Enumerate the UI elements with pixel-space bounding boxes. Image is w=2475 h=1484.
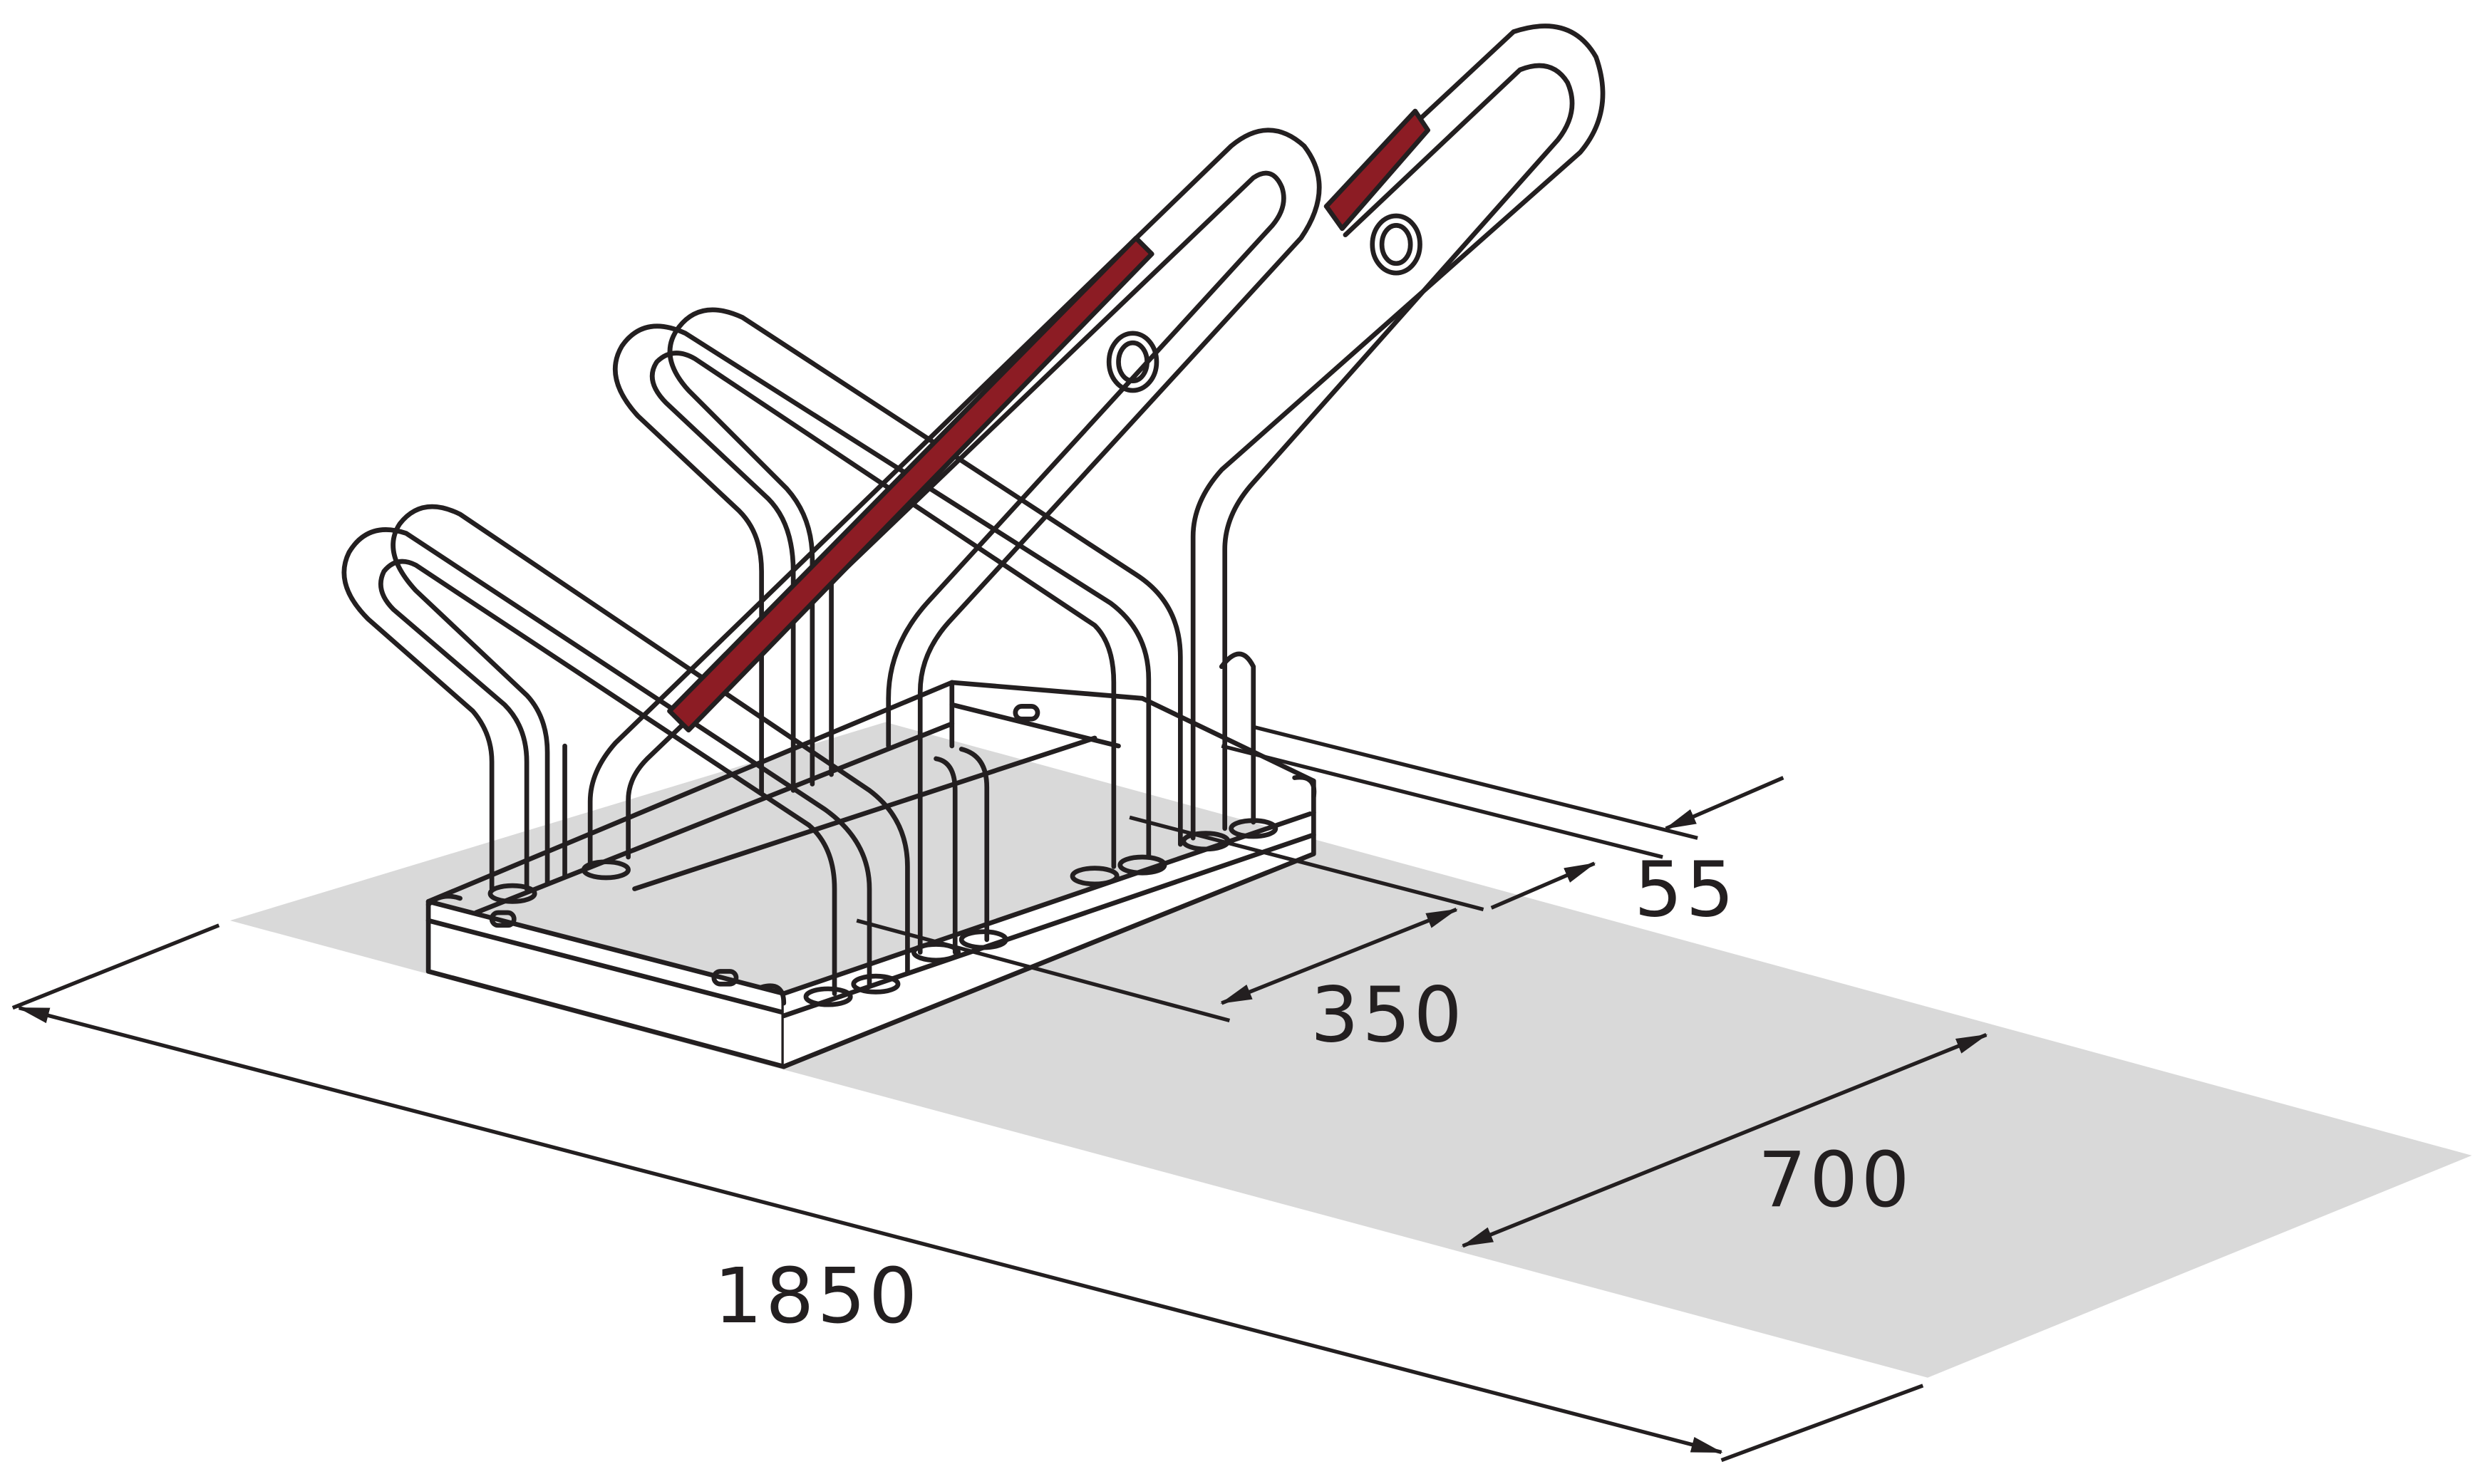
bicycle-rack bbox=[341, 24, 1606, 1069]
mount-slot bbox=[489, 910, 517, 928]
high-hoop-back bbox=[1190, 24, 1606, 841]
dimension-length-label: 1850 bbox=[714, 1252, 921, 1341]
dimension-depth-line bbox=[1461, 1033, 1988, 1248]
hoop-ring bbox=[1370, 213, 1422, 276]
accent-bar-back bbox=[1323, 108, 1430, 232]
low-hoop-back bbox=[612, 307, 1183, 869]
dimension-lines bbox=[11, 725, 1988, 1463]
foot-plate bbox=[581, 859, 631, 881]
foot-plate bbox=[1070, 866, 1120, 887]
high-hoop-front bbox=[587, 128, 1322, 955]
mount-slot bbox=[711, 969, 739, 987]
foot-plate bbox=[911, 942, 961, 963]
foot-plate bbox=[851, 973, 901, 995]
accent-bars bbox=[667, 108, 1430, 733]
hoop-ring bbox=[1106, 331, 1159, 393]
foot-plate bbox=[487, 883, 537, 904]
foot-plate bbox=[1117, 854, 1167, 876]
dimension-offset-label: 55 bbox=[1634, 846, 1737, 934]
dimension-spacing-label: 350 bbox=[1311, 971, 1465, 1059]
low-hoop-front bbox=[341, 504, 910, 996]
dimension-depth-label: 700 bbox=[1758, 1136, 1913, 1225]
dimension-spacing-line bbox=[1220, 908, 1458, 1005]
dimension-length-line bbox=[17, 1006, 1723, 1455]
accent-bar-front bbox=[667, 235, 1154, 733]
foot-plate bbox=[959, 929, 1008, 950]
mount-slot bbox=[1013, 704, 1040, 722]
dimension-offset-line bbox=[1490, 861, 1596, 910]
foot-plate bbox=[803, 986, 853, 1007]
base-frame bbox=[425, 680, 1317, 1069]
